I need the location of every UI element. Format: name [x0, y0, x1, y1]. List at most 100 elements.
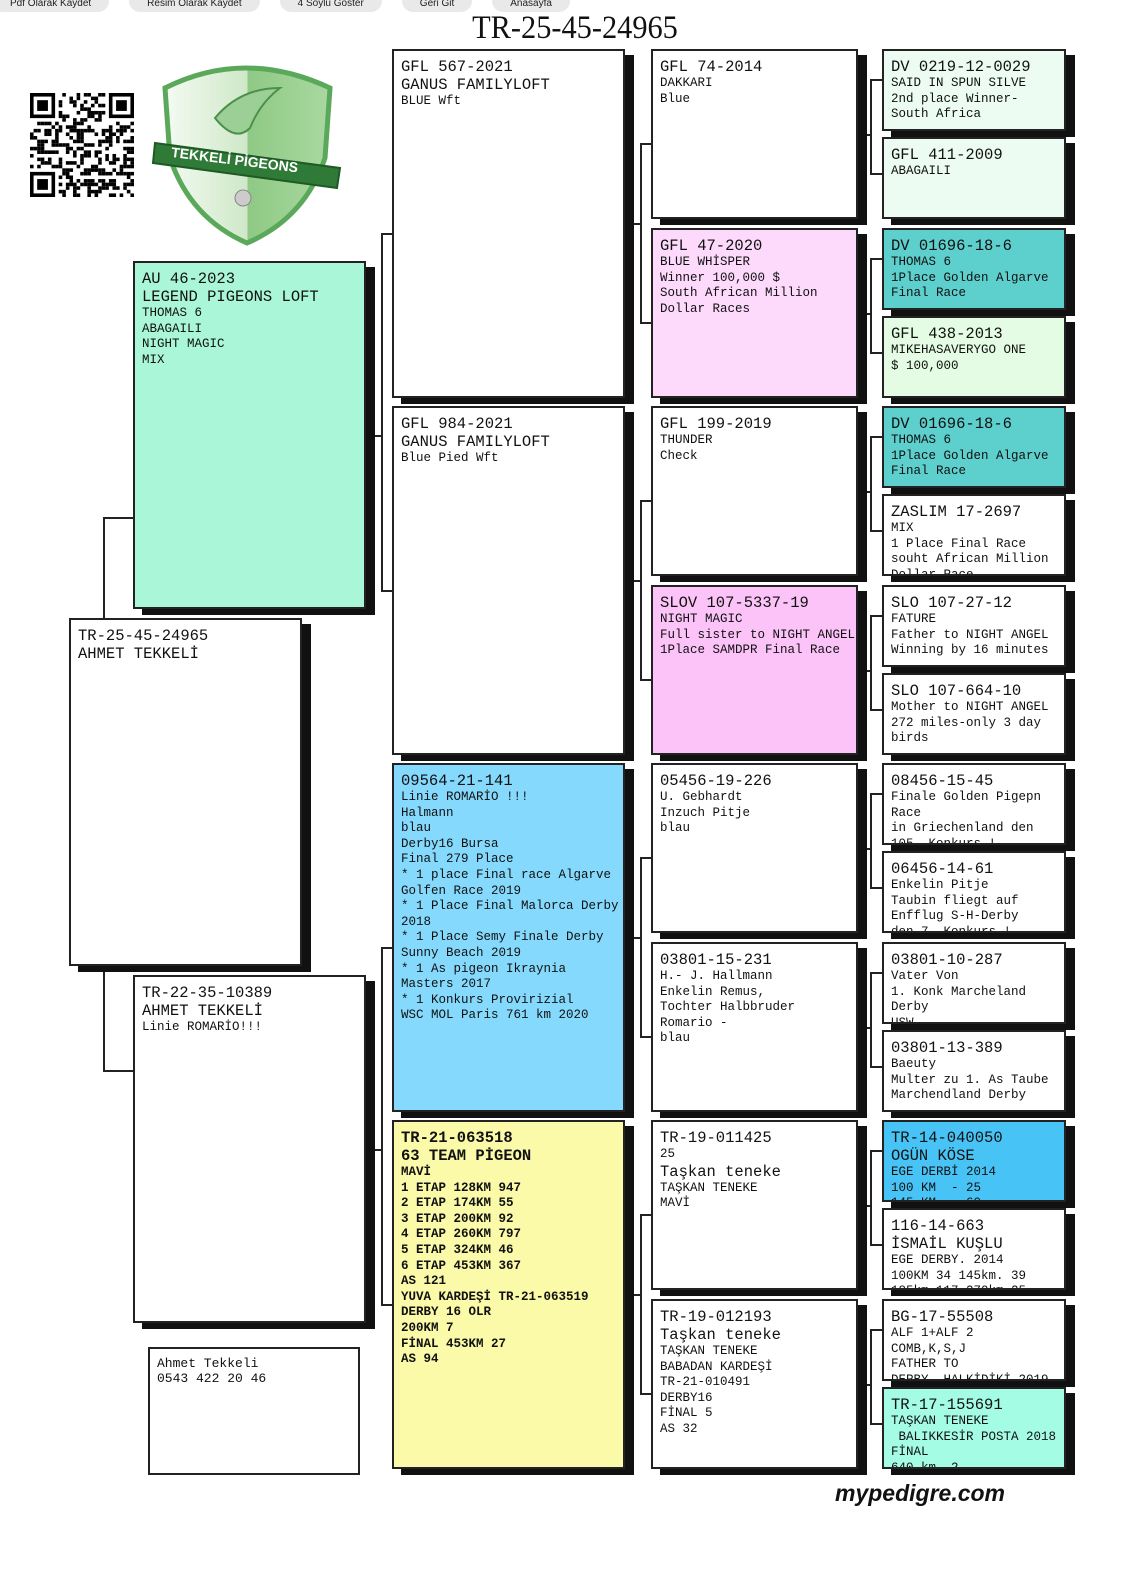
connector-line — [640, 857, 642, 1036]
connector-line — [870, 1244, 882, 1246]
pigeon-info-line: GFL 199-2019 — [660, 415, 772, 433]
pigeon-info-line: THOMAS 6 — [891, 255, 952, 269]
connector-line — [870, 887, 882, 889]
pigeon-info-line: DAKKARI — [660, 76, 713, 90]
pigeon-info-line: Linie ROMARİO !!! — [401, 790, 529, 804]
pigeon-info-line: MIX — [142, 352, 165, 367]
pigeon-info-line: blau — [660, 1031, 691, 1046]
pigeon-info-line: 63 TEAM PİGEON — [401, 1147, 532, 1165]
qr-code-icon — [30, 93, 134, 197]
pigeon-info-line: LEGEND PIGEONS LOFT — [142, 288, 319, 306]
pigeon-info-line: South Africa — [891, 107, 982, 122]
pigeon-info-line: Sunny Beach 2019 — [401, 945, 522, 960]
connector-line — [381, 1304, 393, 1306]
pigeon-info-line: TAŞKAN TENEKE — [891, 1414, 989, 1428]
pigeon-info-line: TR-25-45-24965 — [78, 627, 209, 645]
back-button[interactable]: Geri Git — [401, 0, 473, 12]
pigeon-info-line: Final 279 Place — [401, 852, 514, 867]
pigeon-info-line: NIGHT MAGIC — [142, 337, 225, 352]
pigeon-info-line: 116-14-663 — [891, 1217, 985, 1235]
pigeon-info-line: 06456-14-61 — [891, 860, 994, 878]
pigeon-info-line: THOMAS 6 — [891, 433, 952, 447]
connector-line — [870, 793, 872, 887]
pigeon-info-line: 4 ETAP 260KM 797 — [401, 1227, 522, 1242]
connector-line — [870, 436, 882, 438]
connector-line — [365, 435, 382, 437]
pigeon-info-line: 640 km 2 — [891, 1460, 959, 1469]
pigeon-info-line: * 1 Place Semy Finale Derby — [401, 930, 604, 945]
pigeon-info-line: Masters 2017 — [401, 977, 492, 992]
pigeon-info-line: Dollar Races — [660, 301, 751, 316]
pigeon-info-line: 03801-13-389 — [891, 1039, 1003, 1057]
pigeon-info-line: 2018 — [401, 914, 432, 929]
pigeon-info-line: GFL 567-2021 — [401, 58, 513, 76]
pigeon-info-line: FATURE — [891, 612, 937, 626]
pigeon-info-line: souht African Million — [891, 552, 1049, 567]
pigeon-info-line: 1 ETAP 128KM 947 — [401, 1180, 522, 1195]
show-4-generations-button[interactable]: 4 Soylu Göster — [279, 0, 382, 12]
pigeon-info-line: Tochter Halbbruder — [660, 1000, 796, 1015]
pigeon-info-line: 25 — [660, 1147, 676, 1161]
pigeon-info-line: Golfen Race 2019 — [401, 883, 522, 898]
pigeon-info-line: WSC MOL Paris 761 km 2020 — [401, 1008, 589, 1023]
pigeon-info-line: THUNDER — [660, 433, 713, 447]
connector-line — [640, 857, 652, 859]
pigeon-info-line: AU 46-2023 — [142, 270, 236, 288]
pigeon-info-line: 05456-19-226 — [660, 772, 772, 790]
pigeon-info-line: Taubin fliegt auf — [891, 893, 1019, 908]
pigeon-info-line: Halmann — [401, 805, 454, 820]
pigeon-info-line: OGÜN KÖSE — [891, 1147, 975, 1165]
pigeon-info-line: Final Race — [891, 464, 967, 479]
pigeon-info-line: GANUS FAMILYLOFT — [401, 76, 550, 94]
site-watermark: mypedigre.com — [835, 1480, 1005, 1506]
connector-line — [640, 143, 642, 322]
pigeon-info-line: Final Race — [891, 286, 967, 301]
connector-line — [632, 937, 641, 939]
connector-line — [870, 352, 882, 354]
pigeon-info-line: 2nd place Winner- — [891, 91, 1019, 106]
pigeon-info-line: TR-21-010491 — [660, 1375, 751, 1390]
pigeon-info-line: Finale Golden Pigepn — [891, 790, 1042, 804]
pigeon-info-line: ZASLIM 17-2697 — [891, 503, 1022, 521]
pigeon-info-line: 145 KM - 60 — [891, 1196, 1057, 1200]
connector-line — [870, 258, 882, 260]
home-button[interactable]: Anasayfa — [492, 0, 570, 12]
connector-line — [870, 1423, 882, 1425]
save-image-button[interactable]: Resim Olarak Kaydet — [129, 0, 260, 12]
pigeon-info-line: * 1 As pigeon Ikraynia — [401, 961, 567, 976]
connector-line — [870, 1329, 882, 1331]
pigeon-info-line: Multer zu 1. As Taube — [891, 1072, 1049, 1087]
save-pdf-button[interactable]: Pdf Olarak Kaydet — [0, 0, 110, 12]
